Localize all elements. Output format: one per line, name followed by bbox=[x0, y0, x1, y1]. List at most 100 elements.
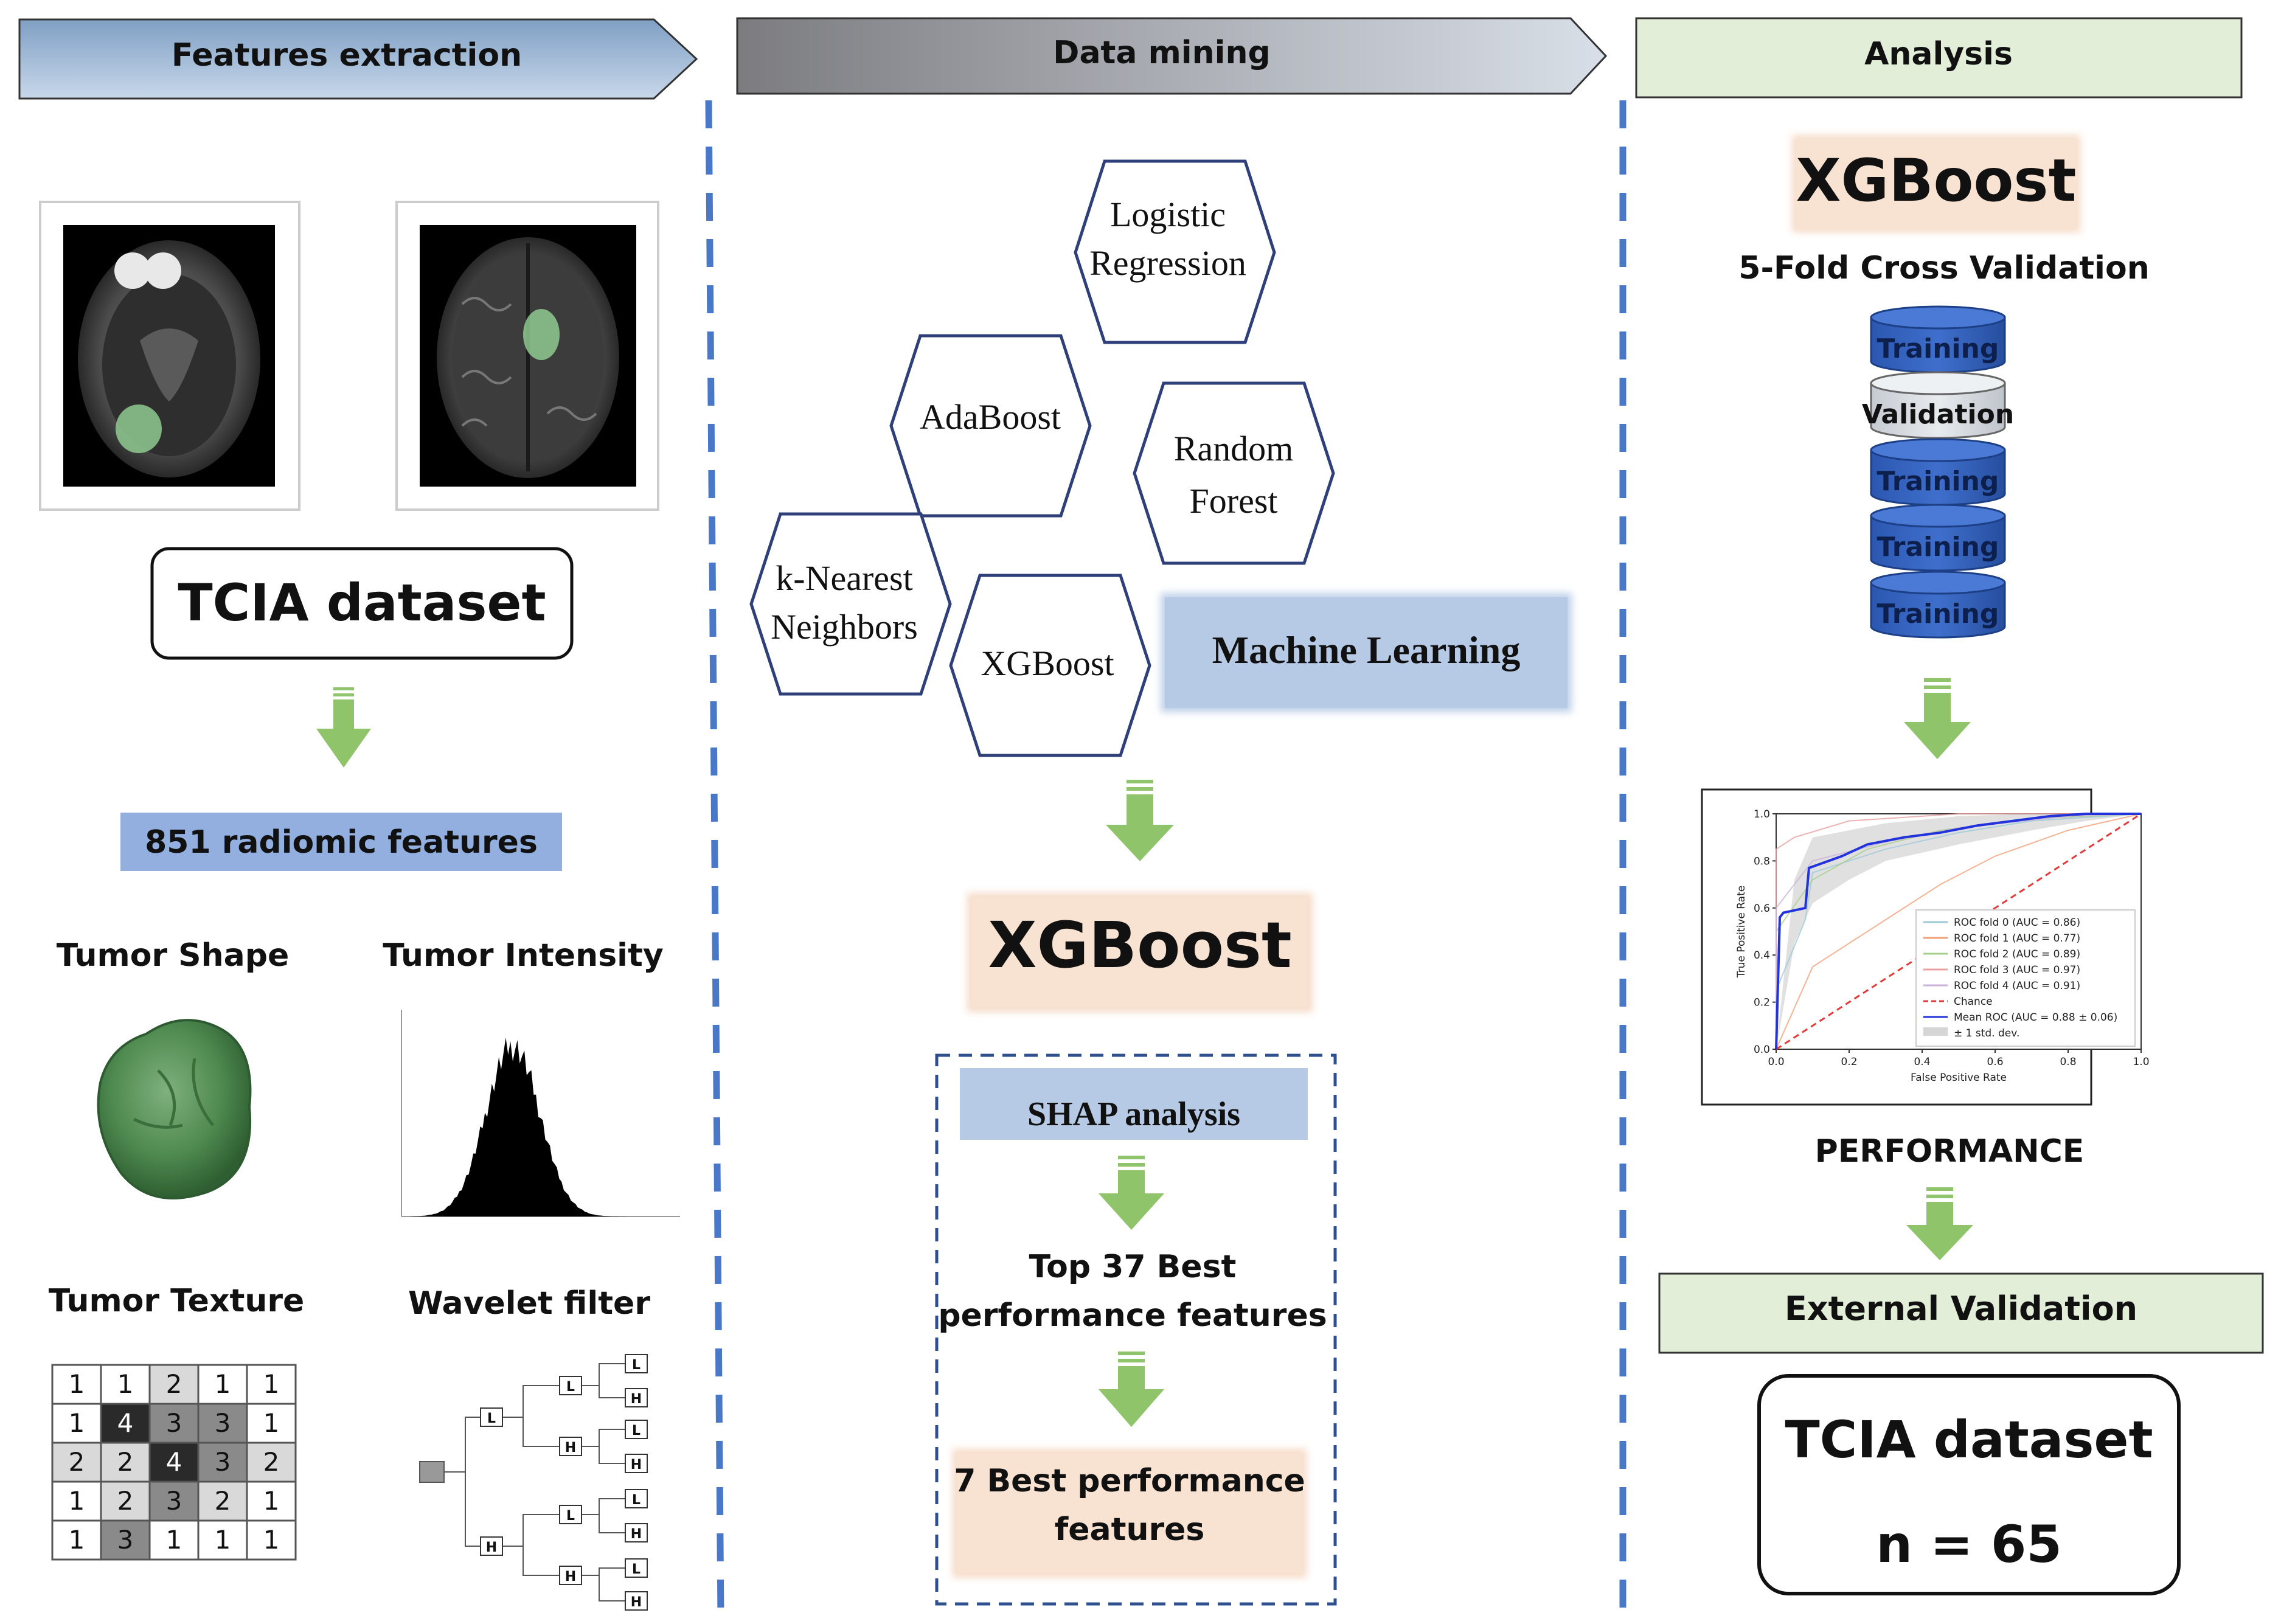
y-tick-label: 0.8 bbox=[1754, 855, 1770, 867]
mri-image-1 bbox=[39, 201, 300, 511]
x-tick-label: 1.0 bbox=[2133, 1056, 2149, 1068]
texture-cell-value: 3 bbox=[166, 1408, 182, 1438]
x-tick-label: 0.8 bbox=[2060, 1056, 2076, 1068]
texture-cell-value: 1 bbox=[215, 1525, 231, 1555]
x-tick-label: 0.2 bbox=[1841, 1056, 1857, 1068]
wavelet-node: H bbox=[625, 1388, 648, 1407]
texture-cell: 1 bbox=[148, 1519, 200, 1561]
header-analysis: Analysis bbox=[1635, 17, 2243, 99]
texture-cell-value: 1 bbox=[263, 1408, 280, 1438]
hex-logistic-label-1: Logistic bbox=[1110, 195, 1226, 234]
legend-item: ROC fold 2 (AUC = 0.89) bbox=[1923, 948, 2080, 960]
texture-cell: 3 bbox=[148, 1403, 200, 1444]
legend-item: ROC fold 3 (AUC = 0.97) bbox=[1923, 964, 2080, 976]
texture-cell: 4 bbox=[148, 1442, 200, 1483]
wavelet-node-label: H bbox=[631, 1595, 642, 1610]
texture-cell: 1 bbox=[100, 1364, 151, 1405]
selected-xgboost-box: XGBoost bbox=[967, 893, 1313, 1012]
roc-legend bbox=[1915, 909, 2136, 1047]
texture-cell: 2 bbox=[100, 1442, 151, 1483]
wavelet-filter-label: Wavelet filter bbox=[408, 1285, 650, 1322]
cv-fold-4: Training bbox=[1870, 571, 2006, 639]
right-xgboost-box: XGBoost bbox=[1792, 135, 2080, 232]
machine-learning-label: Machine Learning bbox=[1212, 628, 1521, 671]
y-tick-label: 0.6 bbox=[1754, 903, 1770, 915]
selected-xgboost-label: XGBoost bbox=[988, 908, 1291, 982]
cv-fold-label: Training bbox=[1877, 599, 1999, 630]
texture-cell: 1 bbox=[246, 1403, 297, 1444]
texture-cell-value: 4 bbox=[117, 1408, 134, 1438]
wavelet-node-label: H bbox=[631, 1457, 642, 1473]
y-tick-label: 0.0 bbox=[1754, 1044, 1770, 1056]
wavelet-node-label: H bbox=[631, 1392, 642, 1407]
tumor-shape-3d bbox=[97, 1019, 252, 1199]
wavelet-node: H bbox=[625, 1591, 648, 1611]
best7-label-2: features bbox=[1055, 1511, 1205, 1548]
wavelet-node-label: H bbox=[486, 1540, 497, 1555]
texture-cell: 2 bbox=[51, 1442, 102, 1483]
texture-cell: 1 bbox=[246, 1480, 297, 1522]
tumor-intensity-label: Tumor Intensity bbox=[383, 937, 663, 974]
hex-knn-label-1: k-Nearest bbox=[776, 558, 912, 598]
legend-label: ROC fold 0 (AUC = 0.86) bbox=[1954, 917, 2080, 929]
wavelet-node-label: L bbox=[632, 1493, 641, 1508]
hex-random-forest: Random Forest bbox=[1133, 381, 1335, 565]
y-tick-label: 0.2 bbox=[1754, 997, 1770, 1009]
texture-cell: 2 bbox=[100, 1480, 151, 1522]
hex-rf-label-2: Forest bbox=[1190, 481, 1278, 521]
wavelet-node: H bbox=[625, 1523, 648, 1542]
cv-folds: TrainingValidationTrainingTrainingTraini… bbox=[1862, 305, 2014, 639]
texture-cell-value: 2 bbox=[166, 1369, 182, 1399]
legend-label: ROC fold 2 (AUC = 0.89) bbox=[1954, 948, 2080, 960]
intensity-histogram bbox=[401, 1010, 680, 1217]
mri-image-2 bbox=[395, 201, 659, 511]
performance-label: PERFORMANCE bbox=[1815, 1133, 2085, 1170]
texture-cell: 1 bbox=[51, 1519, 102, 1561]
cv-fold-1: Validation bbox=[1862, 371, 2014, 439]
roc-fold-line-0 bbox=[1776, 813, 2142, 1049]
texture-cell-value: 2 bbox=[117, 1486, 134, 1516]
wavelet-node: H bbox=[559, 1566, 582, 1585]
top37-label-2: performance features bbox=[938, 1297, 1327, 1334]
texture-cell-value: 1 bbox=[166, 1525, 182, 1555]
wavelet-node-label: L bbox=[566, 1508, 575, 1524]
best7-box: 7 Best performance features bbox=[953, 1449, 1307, 1578]
roc-std-band bbox=[1776, 814, 2141, 1049]
external-dataset-label-2: n = 65 bbox=[1876, 1515, 2062, 1574]
cv-fold-label: Validation bbox=[1862, 399, 2014, 430]
wavelet-node: L bbox=[559, 1376, 582, 1395]
texture-cell-value: 2 bbox=[117, 1447, 134, 1477]
header-data-mining: Data mining bbox=[736, 17, 1608, 95]
texture-cell: 3 bbox=[100, 1519, 151, 1561]
top37-label-1: Top 37 Best bbox=[1029, 1249, 1237, 1285]
hex-adaboost: AdaBoost bbox=[889, 334, 1092, 518]
texture-cell-value: 2 bbox=[215, 1486, 231, 1516]
shap-analysis-label: SHAP analysis bbox=[1027, 1095, 1240, 1133]
shap-analysis-box: SHAP analysis bbox=[960, 1068, 1308, 1140]
arrow-down-3 bbox=[1099, 1156, 1164, 1230]
wavelet-node: L bbox=[480, 1407, 503, 1427]
texture-cell-value: 1 bbox=[69, 1525, 85, 1555]
x-tick-label: 0.0 bbox=[1768, 1056, 1784, 1068]
header-data-mining-label: Data mining bbox=[1053, 35, 1270, 71]
tumor-texture-label: Tumor Texture bbox=[49, 1283, 305, 1319]
texture-cell: 2 bbox=[246, 1442, 297, 1483]
texture-cell-value: 4 bbox=[166, 1447, 182, 1477]
hex-logistic-label-2: Regression bbox=[1089, 243, 1246, 283]
wavelet-node-label: L bbox=[632, 1358, 641, 1373]
texture-cell-value: 3 bbox=[215, 1408, 231, 1438]
legend-swatch bbox=[1923, 1027, 1948, 1036]
wavelet-node: L bbox=[625, 1354, 648, 1373]
roc-fold-line-3 bbox=[1776, 813, 2141, 1049]
cv-fold-0: Training bbox=[1870, 305, 2006, 373]
y-tick-label: 0.4 bbox=[1754, 949, 1770, 962]
texture-cell-value: 1 bbox=[117, 1369, 134, 1399]
external-validation-box: External Validation bbox=[1658, 1272, 2264, 1354]
texture-cell-value: 1 bbox=[263, 1486, 280, 1516]
hex-adaboost-label: AdaBoost bbox=[920, 397, 1061, 437]
hex-knn-label-2: Neighbors bbox=[771, 607, 918, 647]
cv-fold-2: Training bbox=[1870, 438, 2006, 506]
hex-logistic-regression: Logistic Regression bbox=[1074, 159, 1276, 344]
